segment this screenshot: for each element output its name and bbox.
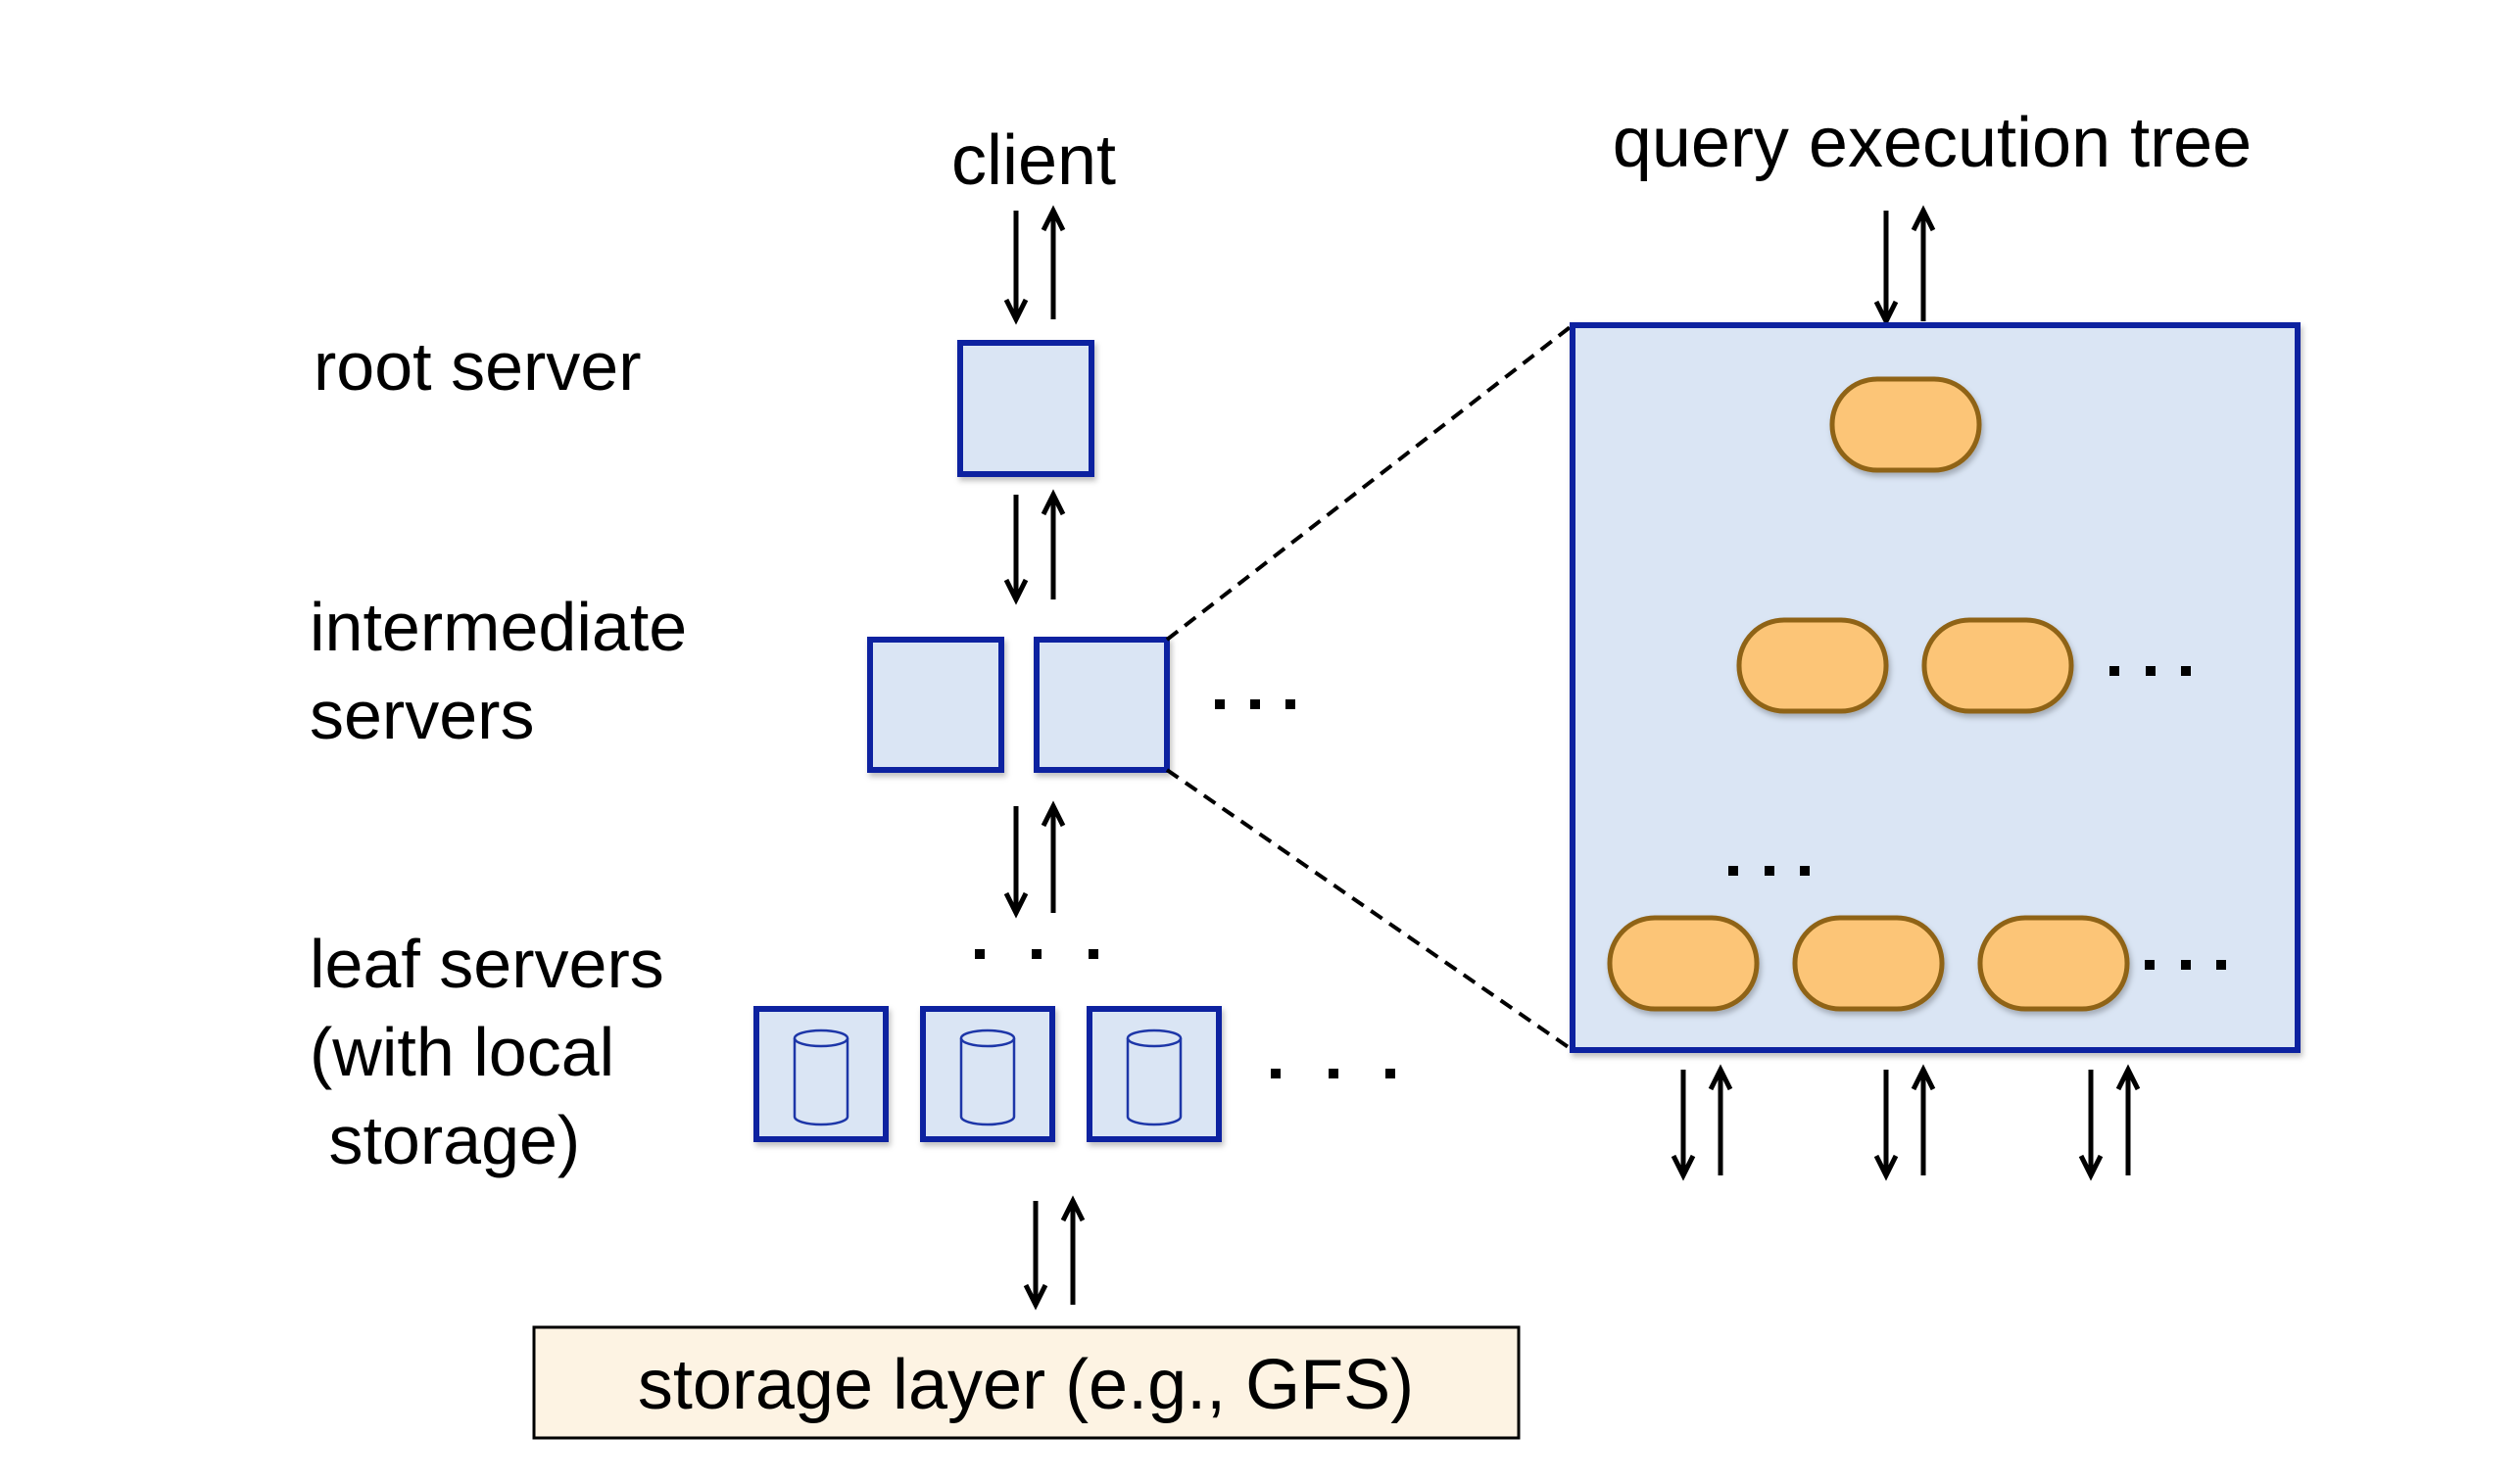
arrow-down-icon [1003,578,1029,605]
intermediate-server-box[interactable] [1034,637,1170,773]
query-tree-node[interactable] [1736,617,1889,714]
arrow-down-icon [1873,1154,1899,1181]
query-tree-node[interactable] [1792,915,1945,1012]
bidirectional-arrow-pair [1003,205,1066,325]
arrow-down-icon [1023,1283,1048,1311]
zoom-line-bottom [1165,768,1575,1052]
arrow-up-icon [1041,800,1066,828]
bidirectional-arrow-pair [1671,1064,1733,1181]
bidirectional-arrow-pair [2078,1064,2141,1181]
ellipsis-intermediate [1215,699,1295,709]
ellipsis-above-leaves [975,949,1098,959]
intermediate-server-box[interactable] [867,637,1004,773]
database-cylinder-icon [793,1029,849,1126]
intermediate-servers-label-line1: intermediate [310,589,687,665]
query-tree-node[interactable] [1607,915,1760,1012]
query-tree-node[interactable] [1829,376,1982,473]
arrow-down-icon [1873,300,1899,327]
arrow-down-icon [1003,298,1029,325]
arrow-up-icon [2115,1064,2141,1091]
leaf-server-box[interactable] [753,1006,889,1142]
leaf-servers-label-line3: storage) [310,1102,580,1178]
storage-layer-box[interactable] [532,1325,1521,1440]
ellipsis-tree-middle [1728,866,1810,876]
arrow-down-icon [1671,1154,1696,1181]
query-tree-node[interactable] [1977,915,2130,1012]
intermediate-servers-label-line2: servers [310,677,534,753]
arrow-up-icon [1060,1195,1086,1222]
leaf-server-box[interactable] [920,1006,1055,1142]
zoom-line-top [1165,323,1575,642]
arrow-down-icon [2078,1154,2104,1181]
arrow-up-icon [1911,205,1936,232]
bidirectional-arrow-pair [1023,1195,1086,1311]
bidirectional-arrow-pair [1873,205,1936,327]
query-tree-node[interactable] [1921,617,2074,714]
bidirectional-arrow-pair [1003,489,1066,605]
database-cylinder-icon [959,1029,1016,1126]
storage-layer-label: storage layer (e.g., GFS) [638,1346,1414,1424]
arrow-up-icon [1041,205,1066,232]
arrow-up-icon [1911,1064,1936,1091]
root-server-label: root server [314,328,642,405]
root-server-box[interactable] [957,340,1094,477]
leaf-servers-label-line1: leaf servers [310,926,664,1002]
bidirectional-arrow-pair [1873,1064,1936,1181]
ellipsis-tree-leaves [2145,960,2226,970]
client-label: client [951,121,1116,200]
database-cylinder-icon [1126,1029,1183,1126]
ellipsis-leaves [1271,1069,1395,1078]
arrow-up-icon [1041,489,1066,516]
leaf-server-box[interactable] [1087,1006,1222,1142]
arrow-up-icon [1708,1064,1733,1091]
bidirectional-arrow-pair [1003,800,1066,919]
query-tree-label: query execution tree [1613,104,2252,182]
leaf-servers-label-line2: (with local [310,1014,614,1090]
ellipsis-tree-level2 [2109,666,2191,676]
arrow-down-icon [1003,891,1029,919]
